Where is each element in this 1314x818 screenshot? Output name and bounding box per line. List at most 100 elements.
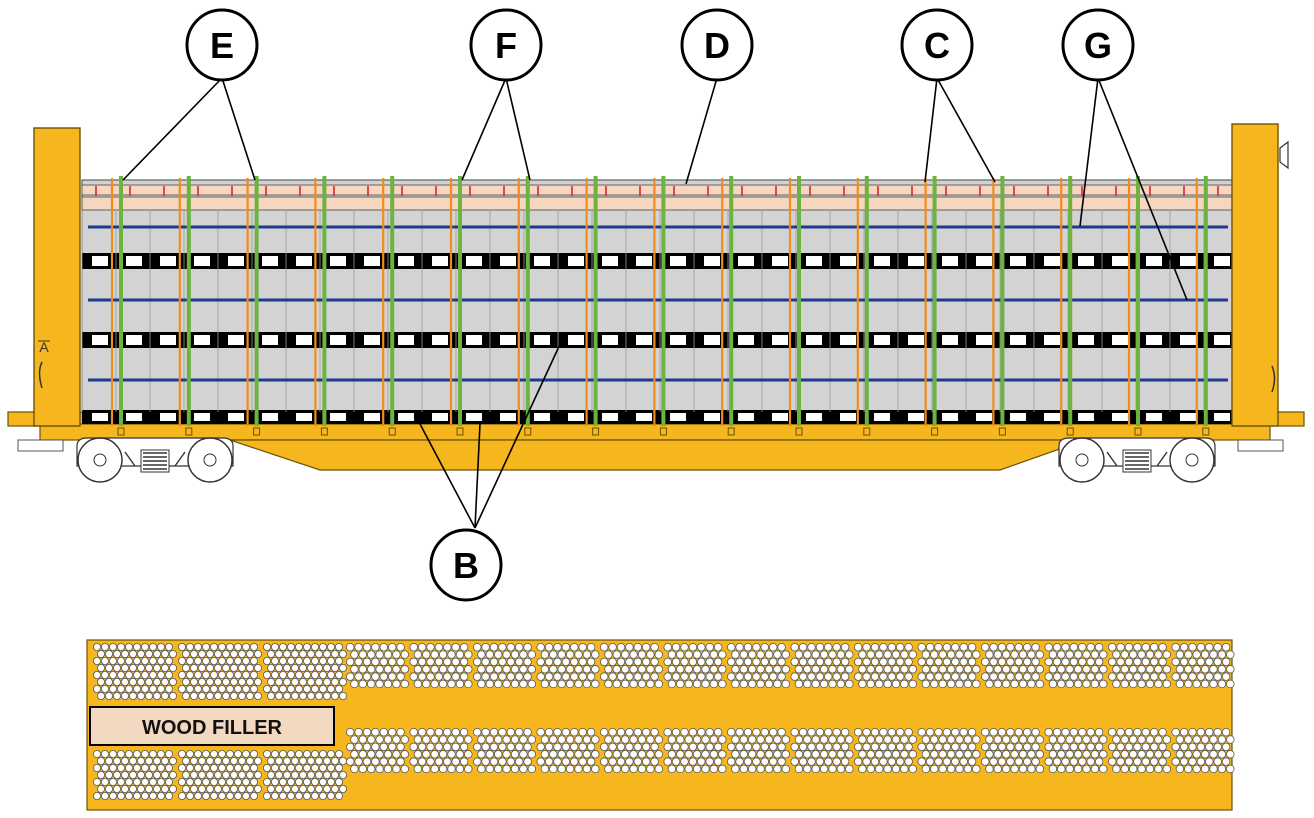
pipe [1116,643,1125,652]
pipe [1188,657,1197,667]
pipe [354,672,363,681]
pipe [1192,735,1201,744]
pipe [1133,672,1142,681]
pipe [985,750,994,759]
pipe [233,750,242,759]
pipe [430,735,439,744]
pipe [692,750,702,759]
pipe [1226,750,1235,759]
pipe [177,657,186,666]
block-gap [1112,413,1128,421]
pipe [148,750,157,759]
pipe [862,672,871,681]
pipe [582,735,592,744]
pipe [498,657,507,667]
pipe [510,764,520,774]
pipe [946,650,956,659]
pipe [832,657,841,667]
pipe [1044,643,1053,652]
pipe [938,764,947,774]
pipe [181,785,190,794]
pipe [270,750,279,759]
pipe [536,657,545,667]
pipe [1124,657,1134,667]
pipe [97,650,106,659]
pipe [680,643,689,652]
pipe [1090,679,1100,689]
pipe-bundle [790,643,854,689]
pipe [637,665,647,674]
pipe [241,685,250,694]
pipe [383,665,393,674]
pipe [354,757,363,766]
pipe [633,728,642,737]
pipe [671,672,681,681]
pipe [743,643,753,652]
pipe [128,757,137,766]
pipe [625,657,634,667]
pipe [553,757,562,766]
pipe [1200,764,1210,774]
pipe [338,664,347,673]
pipe [1145,650,1155,659]
pipe [930,764,939,774]
pipe [752,728,761,737]
pipe [358,679,367,689]
pipe [1031,643,1040,652]
pipe [502,650,511,659]
pipe-bundle [727,643,790,689]
pipe [600,728,609,737]
pipe [1035,750,1044,759]
pipe [1124,757,1134,766]
pipe-bundle [600,643,663,689]
pipe [629,735,638,744]
pipe [338,785,347,794]
pipe [705,757,714,766]
pipe [193,685,202,694]
pipe [1065,679,1074,689]
pipe [727,643,736,652]
pipe [794,650,804,659]
pipe [93,764,102,773]
pipe [781,665,790,674]
pipe [1175,764,1185,774]
pipe [875,764,884,774]
pipe [294,685,303,694]
pipe [709,750,719,759]
pipe [921,735,931,744]
pipe [642,728,651,737]
pipe [1006,742,1015,752]
pipe [565,679,575,689]
pipe [459,728,469,737]
pipe [221,692,230,701]
pipe [306,678,315,687]
pipe [310,643,319,652]
pipe [358,665,367,674]
pipe [148,685,157,694]
pipe [824,728,833,737]
pipe [409,757,418,766]
pipe [459,757,469,766]
pipe [362,657,372,667]
pipe [350,764,359,774]
pipe [1065,650,1074,659]
block-gap [772,256,788,266]
pipe [201,750,210,759]
pipe [1035,665,1044,674]
pipe [451,757,460,766]
pipe [156,778,165,787]
pipe [709,650,719,659]
pipe [322,771,331,780]
pipe [981,672,990,681]
pipe [1027,750,1036,759]
pipe [193,671,202,680]
pipe [739,665,748,674]
pipe [930,650,939,659]
pipe [160,785,169,794]
pipe [109,792,118,801]
pipe [438,650,448,659]
pipe [896,643,905,652]
pipe [330,678,339,687]
pipe [400,735,409,744]
pipe [274,692,283,701]
